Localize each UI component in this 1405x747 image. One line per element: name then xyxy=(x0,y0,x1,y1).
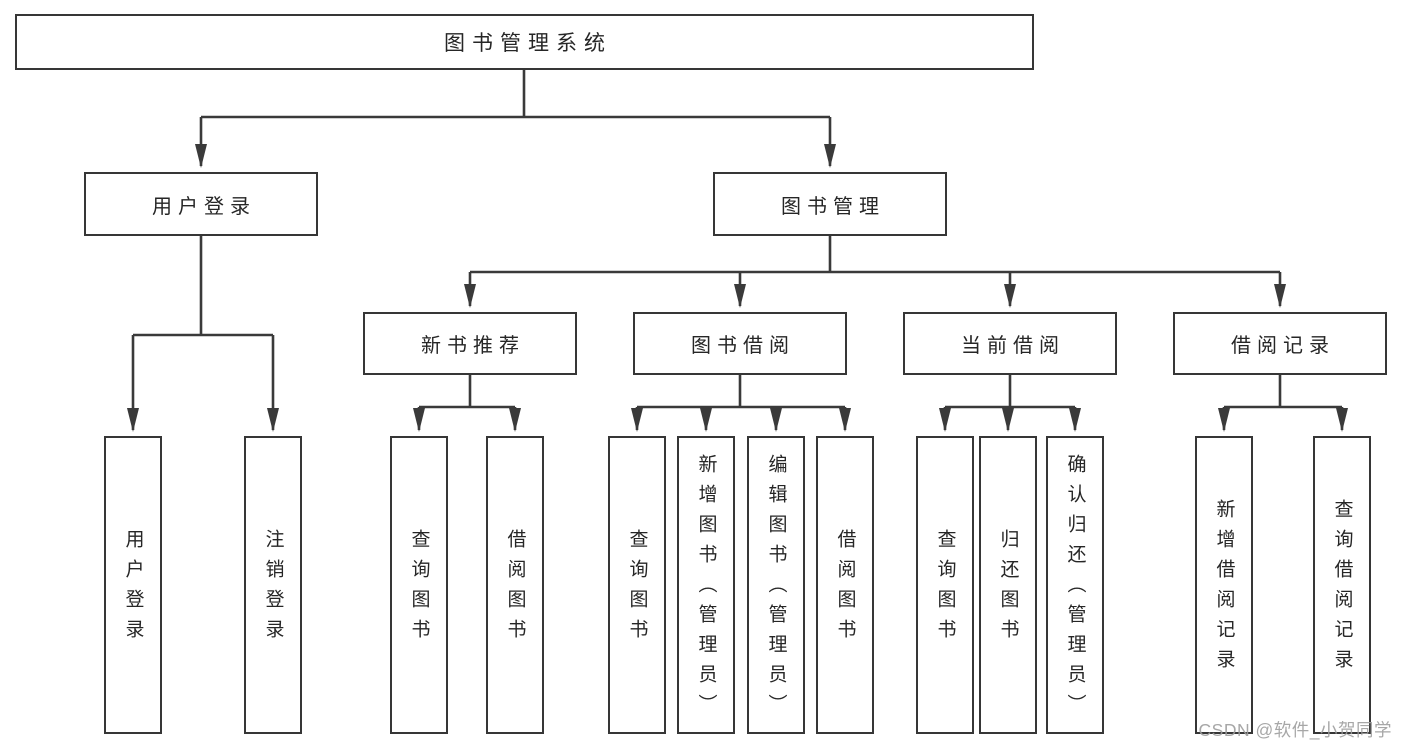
node-query-books-recommend: 查询图书 xyxy=(390,436,448,734)
node-book-management-branch: 图书管理 xyxy=(713,172,947,236)
node-current-borrow: 当前借阅 xyxy=(903,312,1117,375)
node-borrow-records: 借阅记录 xyxy=(1173,312,1387,375)
node-book-borrow: 图书借阅 xyxy=(633,312,847,375)
csdn-watermark: CSDN @软件_小贺同学 xyxy=(1198,720,1392,740)
node-new-book-recommend: 新书推荐 xyxy=(363,312,577,375)
node-add-borrow-record: 新增借阅记录 xyxy=(1195,436,1253,734)
node-edit-book-admin: 编辑图书（管理员） xyxy=(747,436,805,734)
node-logout-login: 注销登录 xyxy=(244,436,302,734)
node-query-books-current: 查询图书 xyxy=(916,436,974,734)
node-library-management-system: 图书管理系统 xyxy=(15,14,1034,70)
node-user-login: 用户登录 xyxy=(104,436,162,734)
node-confirm-return-admin: 确认归还（管理员） xyxy=(1046,436,1104,734)
node-return-books: 归还图书 xyxy=(979,436,1037,734)
node-user-login-branch: 用户登录 xyxy=(84,172,318,236)
node-query-borrow-record: 查询借阅记录 xyxy=(1313,436,1371,734)
node-add-book-admin: 新增图书（管理员） xyxy=(677,436,735,734)
node-borrow-books-recommend: 借阅图书 xyxy=(486,436,544,734)
node-borrow-books: 借阅图书 xyxy=(816,436,874,734)
node-query-books-borrow: 查询图书 xyxy=(608,436,666,734)
